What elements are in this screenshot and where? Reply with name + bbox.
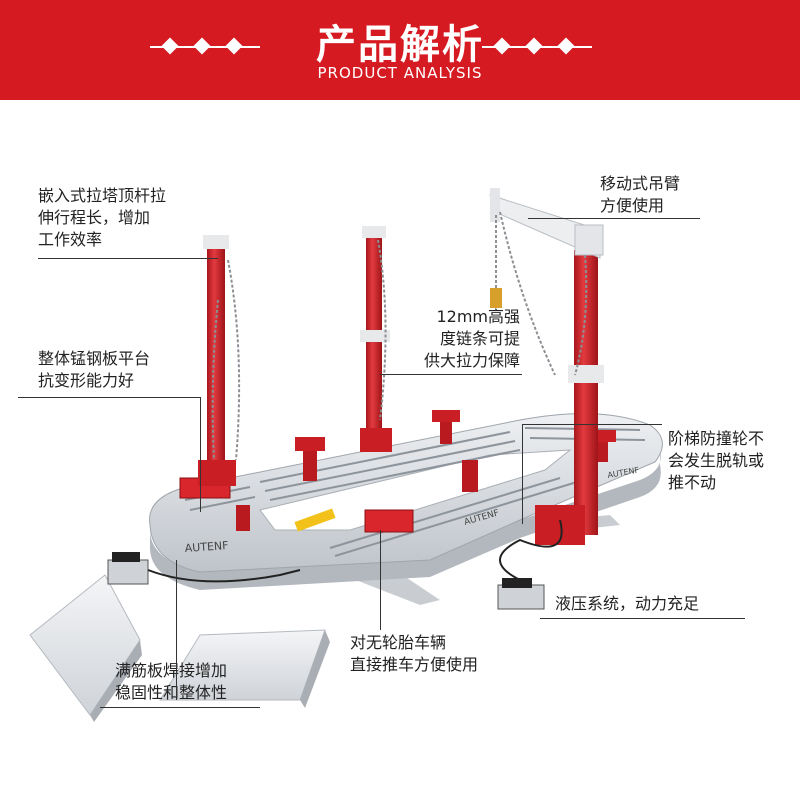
callout-steel-plate: 整体锰钢板平台 抗变形能力好 [38,349,151,390]
callout-ladder-wheel: 阶梯防撞轮不 会发生脱轨或 推不动 [668,429,765,492]
brand-label-front: AUTENF [184,539,229,555]
leader-steel-plate-h [18,397,201,398]
yellow-jack [294,508,336,532]
middle-tower [360,226,392,452]
page-title: 产品解析 [316,22,484,68]
leader-crane [528,218,700,219]
frame-machine-illustration: AUTENF AUTENF AUTENF [29,188,663,722]
page-subtitle: PRODUCT ANALYSIS [317,64,483,82]
hydraulic-pump-left [107,552,149,585]
leader-tower-pull [38,258,218,259]
callout-chain: 12mm高强 度链条可提 供大拉力保障 [423,307,520,370]
leader-ribs-h [100,707,260,708]
leader-ladder-wheel-v [522,424,523,524]
leader-steel-plate-v [200,397,201,512]
hydraulic-pump-right [497,578,545,610]
left-diamond-ornament [150,36,260,58]
left-tower [198,235,236,486]
callout-crane: 移动式吊臂 方便使用 [600,174,681,215]
callout-ribs: 满筋板焊接增加 稳固性和整体性 [115,661,228,702]
callout-tower-pull: 嵌入式拉塔顶杆拉 伸行程长，增加 工作效率 [38,186,167,249]
callout-hydraulic: 液压系统，动力充足 [555,594,700,613]
leader-no-tire [380,530,381,630]
right-diamond-ornament [482,36,592,58]
leader-chain [380,374,522,375]
left-ramp [29,574,142,722]
platform-slots [184,427,646,557]
red-clamps [179,410,616,533]
right-ramp [159,629,330,708]
header-banner: 产品解析 PRODUCT ANALYSIS [0,0,800,100]
leader-ladder-wheel-h [522,424,662,425]
hydraulic-hoses [147,519,563,583]
callout-no-tire: 对无轮胎车辆 直接推车方便使用 [350,633,479,674]
leader-hydraulic [540,618,745,619]
leader-ribs-v [176,560,177,700]
chains [211,211,588,461]
chain-hook [490,288,502,308]
